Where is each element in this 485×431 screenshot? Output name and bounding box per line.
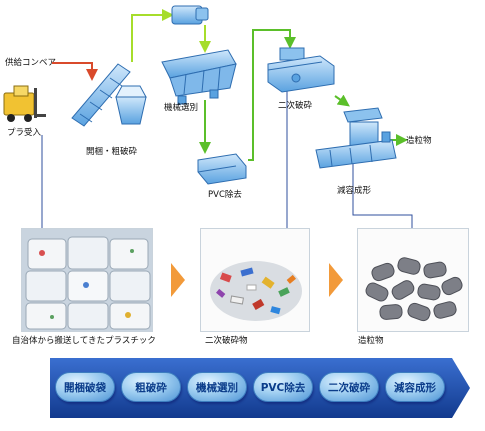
crushed-image [201, 229, 309, 331]
orange-chevron-1 [171, 263, 185, 297]
connector-line-pellets [352, 150, 413, 228]
orange-chevron-2 [329, 263, 343, 297]
photo-plastic-bales [21, 228, 153, 332]
step-mechanical-sort: 機械選別 [187, 372, 247, 402]
label-conveyor: 供給コンベア [5, 58, 57, 68]
label-pvc-removal: PVC除去 [208, 190, 242, 200]
step-volume-reduction: 減容成形 [385, 372, 445, 402]
unbale-crusher-icon [71, 63, 147, 127]
label-plastic-receiving: プラ受入 [7, 128, 42, 138]
caption-pellets: 造粒物 [358, 336, 384, 346]
flow-arrow-to-secondary [248, 29, 296, 161]
mechanical-sorter-icon [161, 49, 237, 105]
step-unbale-bag: 開梱破袋 [55, 372, 115, 402]
photo-pellets [357, 228, 469, 332]
label-unbale-crush: 開梱・粗破砕 [86, 147, 138, 157]
flow-arrow-conveyor [52, 62, 98, 81]
step-pvc-removal: PVC除去 [253, 372, 313, 402]
step-secondary-crush: 二次破砕 [319, 372, 379, 402]
pvc-removal-icon [197, 153, 247, 185]
flow-arrow-to-volume [334, 94, 350, 107]
label-pellets-out: 造粒物 [406, 136, 432, 146]
caption-secondary-crushed: 二次破砕物 [205, 336, 248, 346]
forklift-icon [3, 85, 46, 122]
volume-reduction-icon [315, 107, 397, 169]
top-transfer-unit-icon [171, 5, 209, 25]
photo-secondary-crushed [200, 228, 310, 332]
step-coarse-crush: 粗破砕 [121, 372, 181, 402]
label-mechanical-sort: 機械選別 [164, 103, 199, 113]
bales-image [22, 229, 152, 331]
secondary-crusher-icon [267, 47, 335, 93]
flow-arrow-to-top [131, 9, 174, 62]
caption-plastic-bales: 自治体から搬送してきたプラスチック [12, 336, 156, 346]
label-secondary-crush: 二次破砕 [278, 101, 313, 111]
label-volume-reduction: 減容成形 [337, 186, 372, 196]
pellets-image [358, 229, 468, 331]
